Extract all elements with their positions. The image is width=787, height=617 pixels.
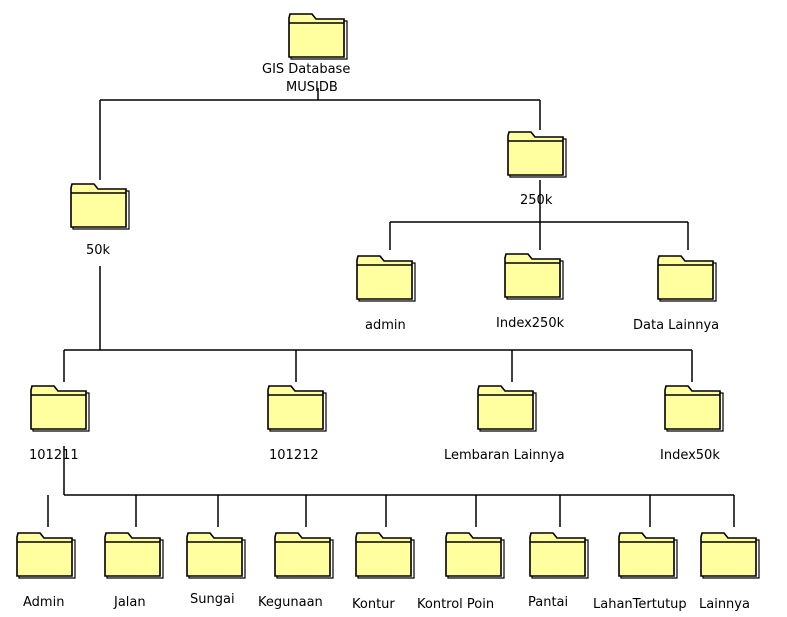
folder-250k-icon[interactable] [505, 126, 569, 178]
folder-lahan-tertutup-icon[interactable] [616, 527, 680, 579]
folder-pantai-icon[interactable] [527, 527, 591, 579]
folder-admin-250k-label: admin [365, 318, 406, 333]
folder-data-lainnya-icon[interactable] [655, 250, 719, 302]
folder-kontrol-poin-icon[interactable] [443, 527, 507, 579]
folder-101211-icon[interactable] [28, 380, 92, 432]
root-label-line1: GIS Database [262, 62, 351, 77]
folder-lahan-tertutup-label: LahanTertutup [593, 597, 687, 612]
folder-kontrol-poin-label: Kontrol Poin [417, 597, 495, 612]
root-label-line2: MUSIDB [286, 80, 338, 95]
folder-lembaran-lainnya-icon[interactable] [475, 380, 539, 432]
root-folder-icon[interactable] [286, 8, 350, 60]
folder-data-lainnya-label: Data Lainnya [633, 318, 720, 333]
folder-pantai-label: Pantai [528, 595, 569, 610]
folder-kontur-icon[interactable] [353, 527, 417, 579]
folder-101212-label: 101212 [269, 448, 319, 463]
folder-lembaran-lainnya-label: Lembaran Lainnya [444, 448, 565, 463]
folder-admin-250k-icon[interactable] [354, 250, 418, 302]
folder-kegunaan-label: Kegunaan [258, 595, 323, 610]
folder-admin-icon[interactable] [14, 527, 78, 579]
folder-50k-icon[interactable] [68, 178, 132, 230]
folder-250k-label: 250k [520, 193, 553, 208]
folder-lainnya-icon[interactable] [698, 527, 762, 579]
folder-jalan-icon[interactable] [102, 527, 166, 579]
folder-101211-label: 101211 [29, 448, 79, 463]
folder-index50k-label: Index50k [660, 448, 720, 463]
folder-index250k-icon[interactable] [502, 248, 566, 300]
folder-101212-icon[interactable] [265, 380, 329, 432]
folder-admin-label: Admin [23, 595, 65, 610]
folder-sungai-icon[interactable] [184, 527, 248, 579]
folder-index250k-label: Index250k [496, 316, 565, 331]
folder-index50k-icon[interactable] [662, 380, 726, 432]
folder-lainnya-label: Lainnya [699, 597, 750, 612]
folder-jalan-label: Jalan [114, 595, 146, 610]
folder-kegunaan-icon[interactable] [272, 527, 336, 579]
folder-kontur-label: Kontur [352, 597, 395, 612]
folder-50k-label: 50k [86, 243, 111, 258]
folder-sungai-label: Sungai [190, 592, 235, 607]
